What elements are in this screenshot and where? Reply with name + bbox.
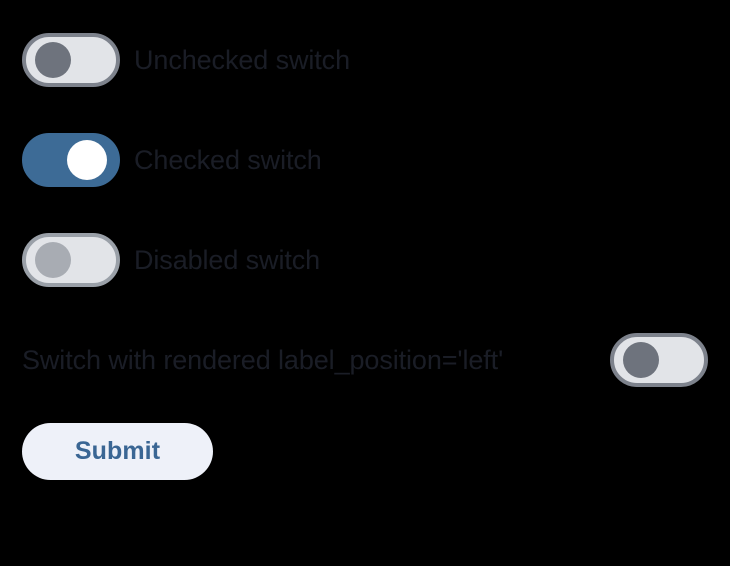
checked-switch-toggle[interactable] bbox=[22, 133, 120, 187]
switch-thumb-icon bbox=[35, 42, 71, 78]
switch-row-checked: Checked switch bbox=[22, 129, 708, 191]
switch-thumb-icon bbox=[623, 342, 659, 378]
switch-row-label-left: Switch with rendered label_position='lef… bbox=[22, 329, 708, 391]
unchecked-switch-toggle[interactable] bbox=[22, 33, 120, 87]
switch-thumb-icon bbox=[35, 242, 71, 278]
switch-thumb-icon bbox=[67, 140, 107, 180]
label-left-switch-toggle[interactable] bbox=[610, 333, 708, 387]
switch-row-disabled: Disabled switch bbox=[22, 229, 708, 291]
submit-button[interactable]: Submit bbox=[22, 423, 213, 480]
disabled-switch-label: Disabled switch bbox=[134, 244, 321, 275]
checked-switch-label: Checked switch bbox=[134, 144, 322, 175]
switch-row-unchecked: Unchecked switch bbox=[22, 29, 708, 91]
disabled-switch-toggle bbox=[22, 233, 120, 287]
label-left-switch-label: Switch with rendered label_position='lef… bbox=[22, 344, 504, 375]
unchecked-switch-label: Unchecked switch bbox=[134, 44, 350, 75]
